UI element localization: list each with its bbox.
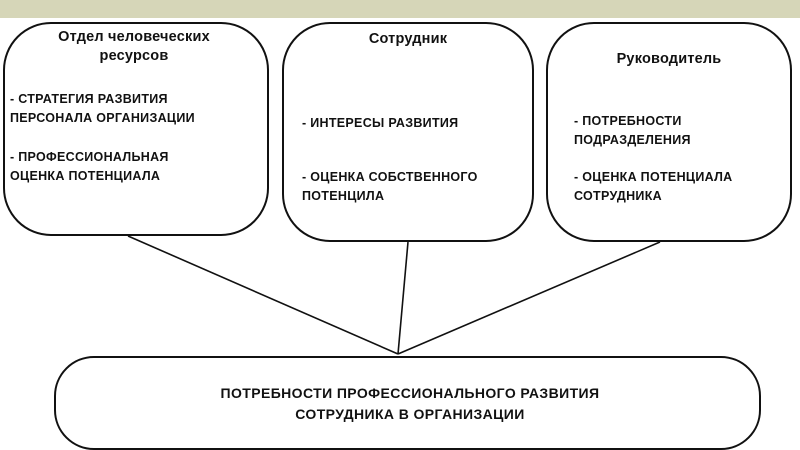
- connector-hr: [127, 235, 399, 355]
- manager-title: Руководитель: [616, 51, 722, 67]
- manager-item-unit-needs: - ПОТРЕБНОСТИ ПОДРАЗДЕЛЕНИЯ: [574, 114, 691, 147]
- employee-item-self-assessment: - ОЦЕНКА СОБСТВЕННОГО ПОТЕНЦИЛА: [302, 170, 478, 203]
- hr-department-box: [3, 22, 269, 236]
- hr-item-strategy: - СТРАТЕГИЯ РАЗВИТИЯ ПЕРСОНАЛА ОРГАНИЗАЦ…: [10, 92, 195, 125]
- employee-item-interests: - ИНТЕРЕСЫ РАЗВИТИЯ: [302, 116, 459, 130]
- hr-item-assessment: - ПРОФЕССИОНАЛЬНАЯ ОЦЕНКА ПОТЕНЦИАЛА: [10, 150, 169, 183]
- development-needs-box: [54, 356, 761, 450]
- manager-box: [546, 22, 792, 242]
- employee-box: [282, 22, 534, 242]
- employee-title: Сотрудник: [368, 31, 448, 47]
- connector-manager: [397, 241, 661, 355]
- manager-item-employee-assessment: - ОЦЕНКА ПОТЕНЦИАЛА СОТРУДНИКА: [574, 170, 733, 203]
- connector-employee: [397, 241, 409, 355]
- development-needs-text: ПОТРЕБНОСТИ ПРОФЕССИОНАЛЬНОГО РАЗВИТИЯ С…: [220, 385, 600, 422]
- hr-department-title: Отдел человеческих ресурсов: [58, 29, 210, 64]
- top-decor-band: [0, 0, 800, 18]
